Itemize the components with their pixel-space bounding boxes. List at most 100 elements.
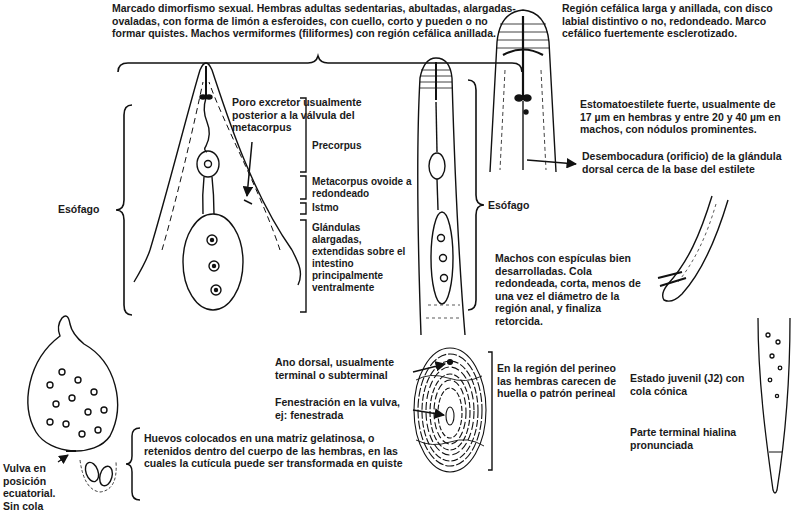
excretory-pore [244, 200, 252, 204]
isthmus [437, 179, 438, 210]
body-wall [28, 316, 118, 451]
annotation-label: Glándulas alargadas, extendidas sobre el… [312, 222, 412, 294]
perineal-drawing [414, 348, 486, 472]
nucleus [211, 285, 221, 295]
vulva [66, 450, 76, 452]
leader-arrow [527, 160, 576, 164]
annotation-label: Parte terminal hialina pronunciada [630, 426, 752, 451]
egg-cell [53, 401, 59, 407]
metacorpus [429, 153, 445, 179]
lumen [436, 102, 437, 152]
nucleus [441, 275, 448, 282]
annotation-label: Vulva en posición ecuatorial. Sin cola [3, 462, 67, 512]
gland-lobe [183, 214, 243, 310]
egg [98, 465, 115, 487]
inner-line [500, 70, 546, 170]
granule [775, 394, 778, 397]
lumen [204, 98, 209, 152]
bracket [300, 98, 306, 312]
leader-arrow [247, 142, 252, 196]
isthmus [203, 177, 214, 214]
nucleus [215, 289, 218, 292]
head-drawing [490, 10, 556, 172]
annotation-label: Ano dorsal, usualmente terminal o subter… [275, 356, 410, 381]
brace [468, 80, 484, 310]
granule [766, 333, 770, 337]
striae [414, 348, 486, 472]
leader-arrow [413, 364, 445, 372]
stylet [205, 66, 207, 96]
juvenile-tail-drawing [758, 318, 790, 493]
annotation-label: Poro excretor usualmente posterior a la … [232, 96, 404, 134]
male-tail-drawing [658, 196, 728, 301]
annotation-label: En la región del perineo las hembras car… [497, 362, 623, 400]
brace [118, 56, 522, 72]
annotation-label: Desembocadura (orificio) de la glándula … [582, 150, 790, 175]
male-anterior-drawing [418, 58, 465, 335]
stylet [522, 16, 524, 96]
striae [416, 375, 484, 446]
annotation-label: Metacorpus ovoide a redondeado [312, 176, 412, 200]
granule [776, 340, 780, 344]
egg-cell [79, 431, 85, 437]
annotation-label: Estomatoestilete fuerte, usualmente de 1… [580, 98, 790, 136]
egg-cell [101, 407, 107, 413]
annotation-label: Huevos colocados en una matriz gelatinos… [144, 432, 406, 470]
body-wall [150, 63, 292, 250]
annotation-label: Esófago [488, 199, 548, 212]
annotation-label: Marcado dimorfismo sexual. Hembras adult… [112, 2, 520, 40]
egg-cell [63, 421, 69, 427]
granule [778, 366, 782, 370]
granule [768, 378, 772, 382]
nucleus [209, 261, 219, 271]
bracket [300, 220, 306, 312]
egg-cell [85, 409, 91, 415]
tail-wall [758, 318, 790, 493]
annotation-label: Región cefálica larga y anillada, con di… [562, 2, 790, 40]
stylet-knob [523, 95, 531, 101]
egg-cell [95, 427, 101, 433]
brace [126, 428, 140, 500]
annotation-label: Precorpus [312, 140, 412, 152]
nucleus [213, 265, 216, 268]
nucleus [211, 239, 214, 242]
annotation-label: Istmo [312, 202, 412, 214]
gland-orifice [524, 110, 528, 114]
annotation-label: Machos con espículas bien desarrolladas.… [495, 252, 645, 328]
nucleus [440, 255, 447, 262]
anus [448, 360, 453, 365]
bracket [488, 352, 492, 470]
metacorpus [197, 151, 219, 177]
annotation-label: Esófago [58, 203, 118, 216]
egg-cell [59, 369, 65, 375]
body-wall [418, 58, 465, 335]
bracket [300, 203, 306, 214]
egg-cell [47, 419, 53, 425]
annotation-label: Fenestración en la vulva, ej: fenestrada [275, 396, 410, 421]
vulva-fenestra [446, 407, 454, 425]
bracket [300, 176, 306, 199]
hyaline-limit [769, 452, 782, 453]
stylet-knob [206, 95, 212, 99]
egg-cell [75, 377, 81, 383]
leader-arrow [413, 410, 444, 415]
striae [430, 374, 470, 450]
nucleus [207, 235, 217, 245]
brace [116, 105, 132, 315]
stylet-knob [515, 95, 523, 101]
granule [770, 354, 774, 358]
striae [434, 380, 466, 444]
striae [422, 361, 478, 461]
egg-cell [47, 382, 53, 388]
egg-cell [69, 395, 75, 401]
stylet-knob [200, 95, 206, 99]
body-wall [292, 250, 300, 285]
valve [205, 161, 212, 168]
spicule [658, 272, 686, 286]
head-wall [490, 10, 556, 172]
nucleus [438, 235, 445, 242]
tail-wall [663, 196, 728, 301]
intestine [426, 305, 462, 318]
egg-cell [91, 389, 97, 395]
